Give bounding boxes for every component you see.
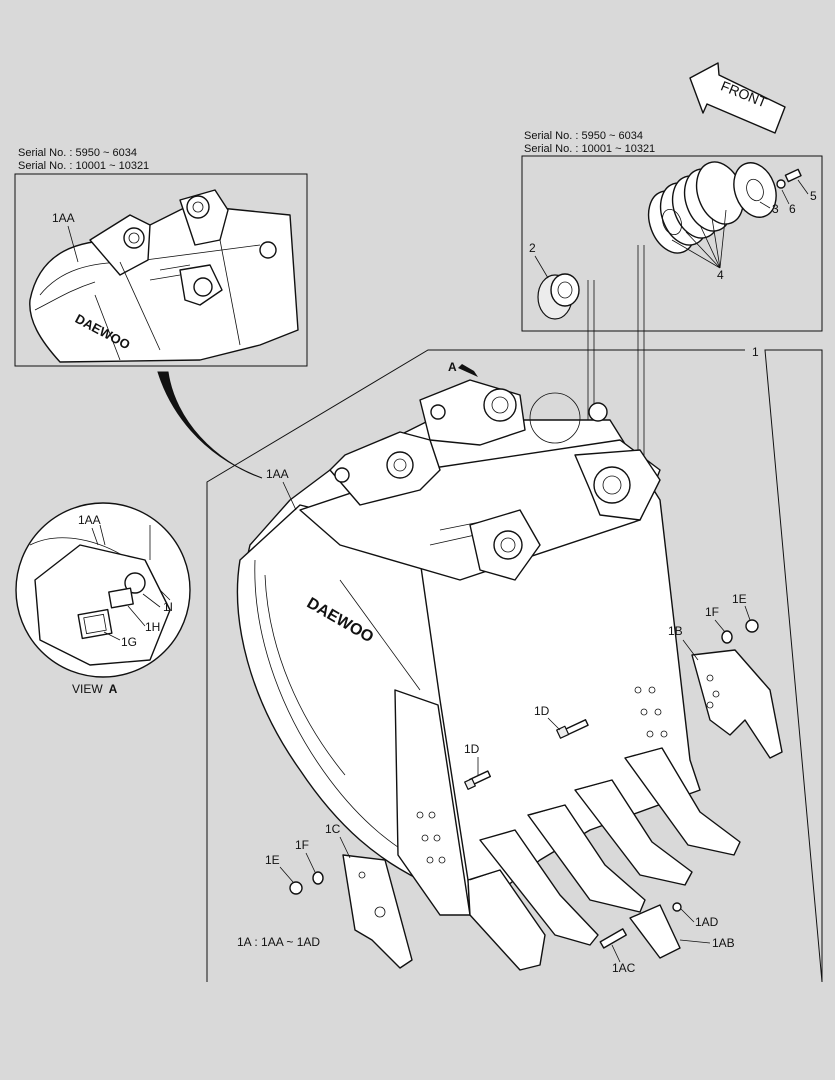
- callout-5: 5: [810, 189, 817, 203]
- callout-3: 3: [772, 202, 779, 216]
- callout-1ad: 1AD: [695, 915, 719, 929]
- callout-6: 6: [789, 202, 796, 216]
- arrow-a-icon: [458, 364, 478, 377]
- callout-1f-left: 1F: [295, 838, 309, 852]
- bolt-icon: [776, 168, 802, 189]
- bolt-holes: [416, 686, 668, 864]
- legend-text: 1A : 1AA ~ 1AD: [237, 935, 320, 949]
- callout-1d-upper: 1D: [534, 704, 550, 718]
- callout-4: 4: [717, 268, 724, 282]
- callout-2: 2: [529, 241, 536, 255]
- serial-text-1: Serial No. : 5950 ~ 6034: [18, 147, 137, 159]
- callout-1e-left: 1E: [265, 853, 280, 867]
- callout-1ac: 1AC: [612, 961, 636, 975]
- washer-1f-left-icon: [312, 871, 324, 885]
- main-frame: [206, 349, 823, 983]
- callout-1g: 1G: [121, 635, 137, 649]
- callout-1f-right: 1F: [705, 605, 719, 619]
- detail-leader: [157, 371, 263, 479]
- bolt-1d-lower-icon: [464, 770, 492, 790]
- nut-1e-right-icon: [745, 619, 759, 633]
- detail-frame-right: [521, 155, 823, 332]
- callout-1aa-left: 1AA: [52, 211, 75, 225]
- pin-cap-icon: [537, 273, 580, 320]
- callout-1h: 1H: [145, 620, 160, 634]
- shim-stack-icon: [647, 161, 745, 254]
- pin-detail-circle: [529, 392, 581, 444]
- callout-1ab: 1AB: [712, 936, 735, 950]
- callout-1c: 1C: [325, 822, 341, 836]
- pin-1ac-icon: [599, 928, 627, 949]
- bucket-teeth: [467, 747, 741, 971]
- front-arrow-icon: FRONT: [689, 62, 786, 134]
- callout-1b: 1B: [668, 624, 683, 638]
- callout-1i: 1I: [163, 600, 173, 614]
- serial-text-4: Serial No. : 10001 ~ 10321: [524, 143, 655, 155]
- bolt-1d-upper-icon: [556, 719, 589, 739]
- callout-1d-lower: 1D: [464, 742, 480, 756]
- serial-text-2: Serial No. : 10001 ~ 10321: [18, 160, 149, 172]
- view-a-arrow-label: A: [448, 360, 457, 374]
- end-plate-icon: [733, 162, 777, 218]
- detail-left: Serial No. : 5950 ~ 6034 Serial No. : 10…: [14, 147, 308, 367]
- side-cutter-left: [342, 854, 413, 969]
- main-assembly: 1 A 1AA DAEWOO: [206, 345, 823, 983]
- side-cutter-right: [691, 649, 783, 759]
- callout-1aa-view: 1AA: [78, 513, 101, 527]
- callout-1: 1: [752, 345, 759, 359]
- lock-1ad-icon: [672, 902, 682, 912]
- serial-text-3: Serial No. : 5950 ~ 6034: [524, 130, 643, 142]
- washer-1f-right-icon: [721, 630, 733, 644]
- callout-1aa-main: 1AA: [266, 467, 289, 481]
- detail-right: Serial No. : 5950 ~ 6034 Serial No. : 10…: [521, 130, 823, 495]
- callout-1e-right: 1E: [732, 592, 747, 606]
- detail-frame: [14, 173, 308, 367]
- nut-1e-left-icon: [289, 881, 303, 895]
